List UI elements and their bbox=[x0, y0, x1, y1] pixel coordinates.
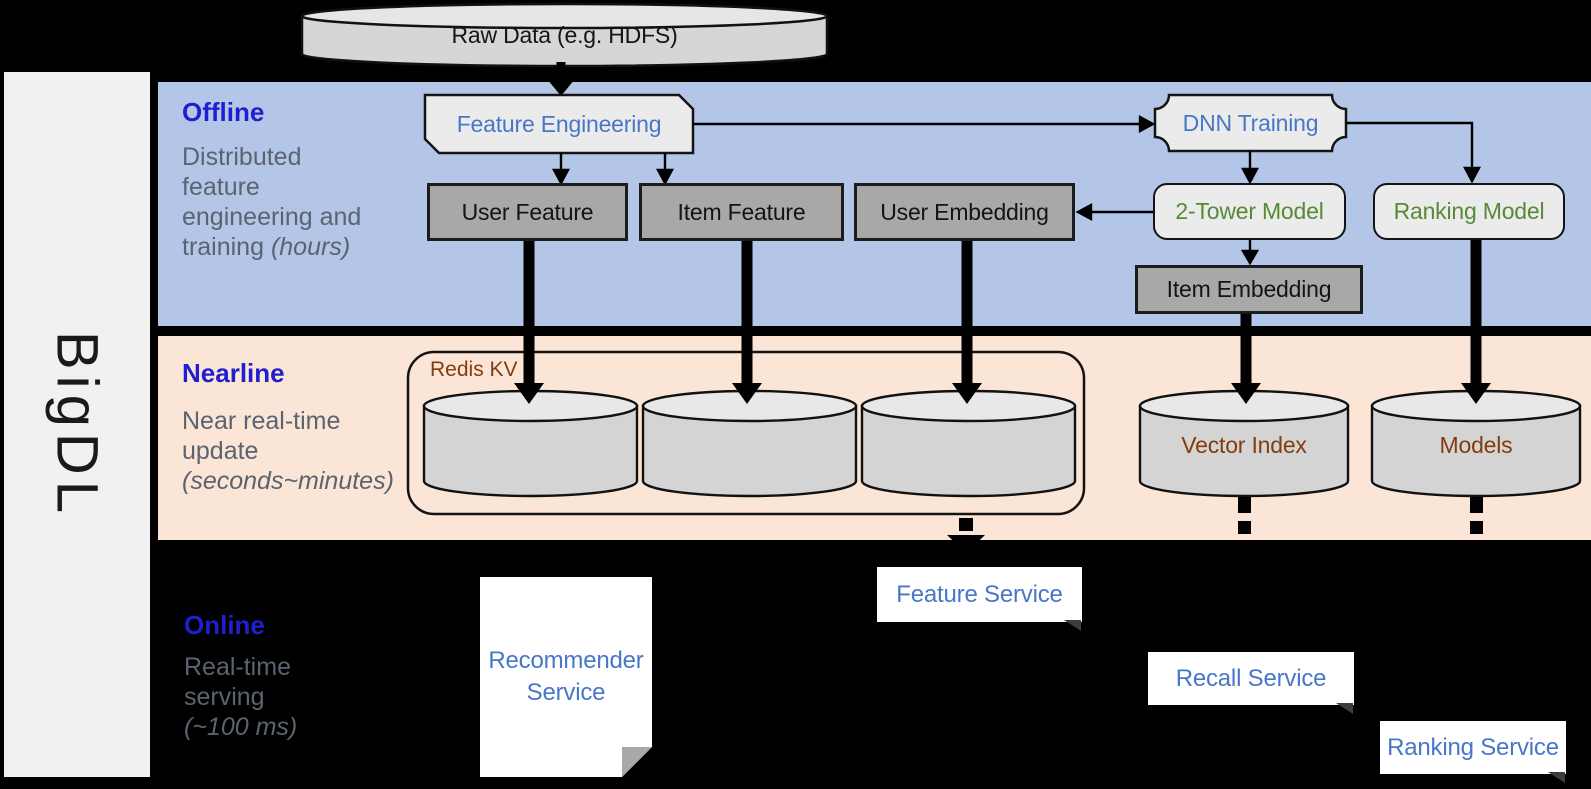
recommender-service-label: Recommender Service bbox=[488, 647, 644, 706]
offline-desc: Distributed feature engineering and trai… bbox=[182, 142, 452, 262]
feature-engineering-label: Feature Engineering bbox=[456, 110, 662, 137]
redis-kv-label: Redis KV bbox=[430, 358, 518, 381]
online-desc-text: Real-time serving bbox=[184, 653, 291, 711]
ranking-model-box: Ranking Model bbox=[1373, 183, 1565, 240]
online-desc: Real-time serving (~100 ms) bbox=[184, 652, 424, 742]
feature-service-box: Feature Service bbox=[877, 567, 1082, 631]
user-feature-box: User Feature bbox=[427, 183, 628, 241]
recall-service-label: Recall Service bbox=[1175, 664, 1327, 692]
item-embedding-box: Item Embedding bbox=[1135, 265, 1363, 314]
two-tower-model-box: 2-Tower Model bbox=[1153, 183, 1346, 240]
models-label: Models bbox=[1439, 431, 1513, 458]
document-fold-corner bbox=[622, 747, 652, 777]
offline-desc-em: (hours) bbox=[270, 233, 351, 261]
feature-service-fold-corner bbox=[1064, 620, 1081, 631]
dnn-training-label: DNN Training bbox=[1182, 109, 1319, 136]
bigdl-brand: BigDL bbox=[44, 330, 110, 519]
nearline-desc-text: Near real-time update bbox=[182, 407, 341, 465]
raw-data-label: Raw Data (e.g. HDFS) bbox=[451, 21, 678, 48]
ranking-service-fold-corner bbox=[1548, 772, 1565, 783]
online-desc-em: (~100 ms) bbox=[184, 713, 298, 741]
nearline-label: Nearline bbox=[182, 358, 285, 388]
vector-index-label: Vector Index bbox=[1181, 431, 1307, 458]
ranking-service-label: Ranking Service bbox=[1387, 733, 1559, 761]
recall-service-box: Recall Service bbox=[1148, 652, 1354, 714]
ranking-service-box: Ranking Service bbox=[1380, 721, 1566, 783]
feature-service-label: Feature Service bbox=[896, 580, 1063, 608]
offline-desc-text: Distributed feature engineering and trai… bbox=[182, 143, 362, 261]
online-label: Online bbox=[184, 610, 265, 640]
recommender-service-doc: Recommender Service bbox=[480, 577, 652, 777]
item-feature-box: Item Feature bbox=[639, 183, 844, 241]
user-embedding-box: User Embedding bbox=[854, 183, 1075, 241]
nearline-desc: Near real-time update (seconds~minutes) bbox=[182, 406, 472, 496]
bigdl-sidebar: BigDL bbox=[4, 72, 150, 777]
nearline-desc-em: (seconds~minutes) bbox=[182, 467, 394, 495]
recall-service-fold-corner bbox=[1336, 703, 1353, 714]
offline-label: Offline bbox=[182, 97, 265, 127]
